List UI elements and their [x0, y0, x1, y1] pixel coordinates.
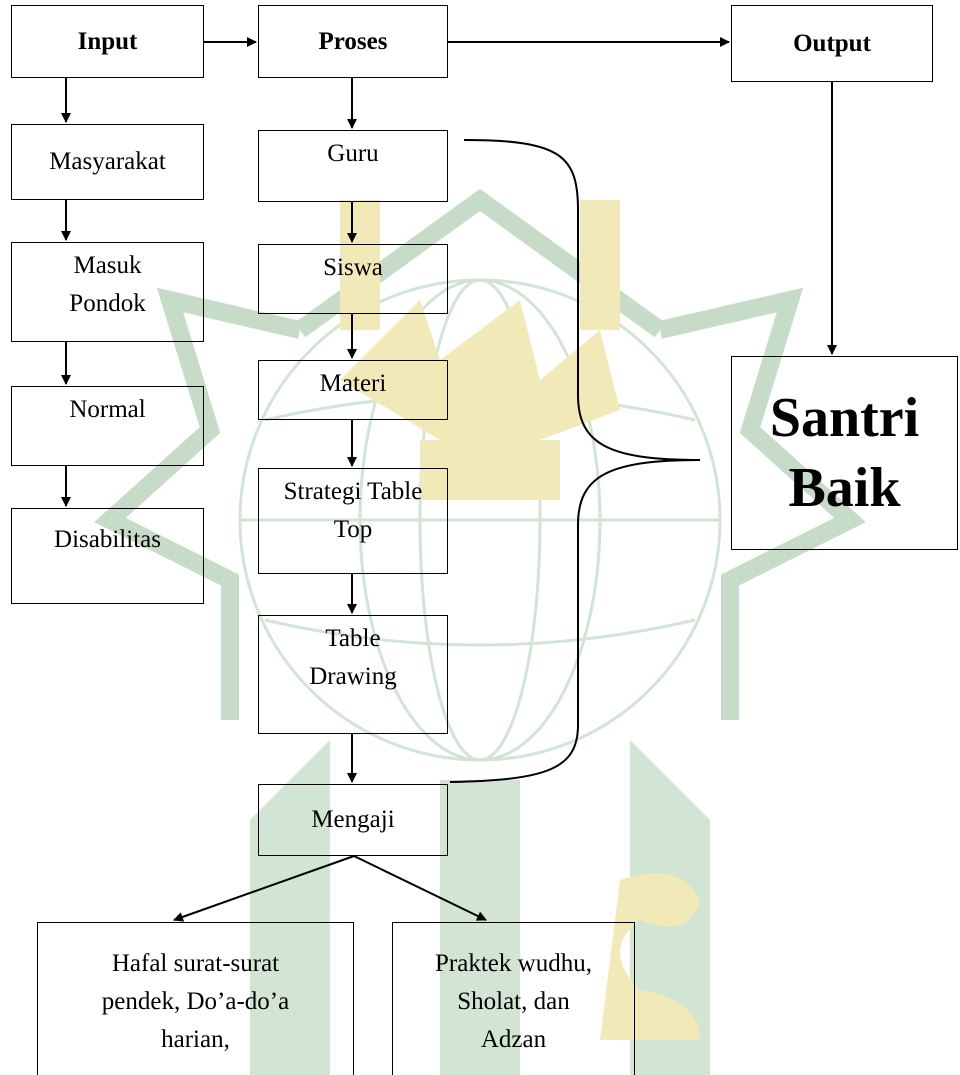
process-step-box: Materi: [258, 360, 448, 420]
process-step-box: Guru: [258, 130, 448, 202]
result-box: Santri Baik: [731, 356, 958, 550]
output-header: Output: [793, 29, 871, 57]
process-step-label: Siswa: [323, 254, 383, 281]
input-step-box: Masuk Pondok: [11, 242, 204, 342]
process-step-box: Strategi Table Top: [258, 468, 448, 574]
arrow-icon: [353, 855, 487, 921]
process-step-box: Table Drawing: [258, 615, 448, 734]
input-step-label: Masyarakat: [49, 148, 166, 175]
input-step-box: Masyarakat: [11, 124, 204, 200]
process-step-label: Mengaji: [311, 806, 395, 833]
process-header-box: Proses: [258, 5, 448, 78]
process-step-label: Strategi Table Top: [283, 478, 423, 543]
input-step-label: Disabilitas: [54, 526, 161, 553]
input-step-box: Normal: [11, 386, 204, 466]
outcome-box: Hafal surat-surat pendek, Do’a-do’a hari…: [37, 922, 354, 1075]
arrow-icon: [173, 855, 355, 922]
input-step-box: Disabilitas: [11, 508, 204, 604]
process-step-box: Siswa: [258, 244, 448, 314]
process-step-label: Materi: [319, 370, 387, 397]
input-header: Input: [77, 27, 138, 55]
process-step-box: Mengaji: [258, 784, 448, 856]
process-step-label: Table Drawing: [309, 625, 397, 690]
brace-icon: [449, 139, 701, 783]
result-label: Santri Baik: [769, 387, 920, 519]
outcome-label: Praktek wudhu, Sholat, dan Adzan: [435, 950, 592, 1053]
input-step-label: Masuk Pondok: [69, 252, 146, 317]
process-step-label: Guru: [327, 140, 379, 167]
outcome-label: Hafal surat-surat pendek, Do’a-do’a hari…: [101, 950, 290, 1053]
output-header-box: Output: [731, 5, 933, 82]
outcome-box: Praktek wudhu, Sholat, dan Adzan: [392, 922, 635, 1075]
input-step-label: Normal: [69, 396, 146, 423]
process-header: Proses: [318, 27, 388, 55]
input-header-box: Input: [11, 5, 204, 78]
